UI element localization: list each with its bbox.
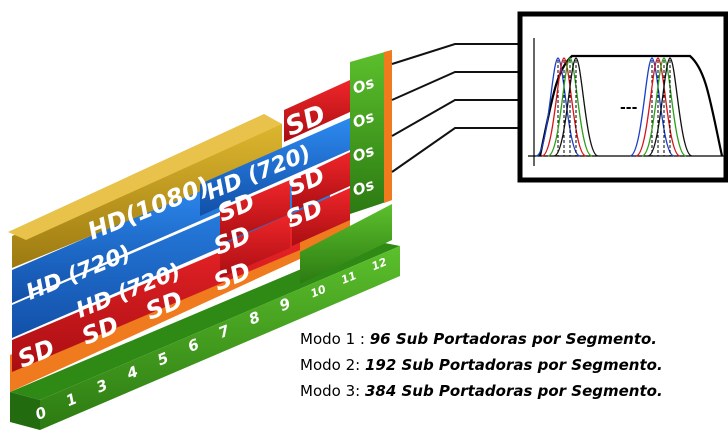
hd720-row-right	[200, 118, 350, 216]
subcarrier-curve	[641, 57, 687, 157]
subcarrier-curve	[629, 57, 675, 157]
mode-1: Modo 1 : 96 Sub Portadoras por Segmento.	[300, 326, 663, 352]
sd-block-low-a	[220, 214, 290, 278]
subcarrier-curve	[635, 57, 681, 157]
sd-block-top	[284, 80, 350, 142]
subcarrier-curve	[541, 57, 587, 157]
sd-block-mid-a	[220, 180, 290, 244]
mode-3-value: 384 Sub Portadoras por Segmento.	[364, 382, 663, 400]
segment-number-10: 10	[309, 282, 328, 300]
subcarrier-curve	[547, 57, 593, 157]
mode-1-value: 96 Sub Portadoras por Segmento.	[369, 330, 658, 348]
subcarrier-curve	[535, 57, 581, 157]
segment-number-12: 12	[370, 255, 389, 273]
os-column	[350, 50, 392, 214]
mode-3: Modo 3: 384 Sub Portadoras por Segmento.	[300, 378, 663, 404]
hd1080-top	[8, 114, 282, 240]
layer-stack	[8, 50, 400, 430]
mode-list: Modo 1 : 96 Sub Portadoras por Segmento.…	[300, 326, 663, 404]
hd720-row-upper	[12, 180, 220, 303]
subcarrier-curves	[535, 57, 693, 157]
mode-3-label: Modo 3:	[300, 382, 365, 400]
subcarrier-curve	[553, 57, 599, 157]
mode-2: Modo 2: 192 Sub Portadoras por Segmento.	[300, 352, 663, 378]
spectrum-ellipsis: ---	[620, 100, 638, 116]
subcarrier-curve	[647, 57, 693, 157]
mode-1-label: Modo 1 :	[300, 330, 370, 348]
spectrum-box: ---	[517, 11, 728, 183]
mode-2-value: 192 Sub Portadoras por Segmento.	[364, 356, 663, 374]
segment-tail	[300, 204, 392, 284]
orange-edge	[384, 50, 392, 203]
sd-block-mid-b	[292, 152, 350, 212]
mode-2-label: Modo 2:	[300, 356, 365, 374]
connector-lines	[391, 43, 520, 173]
segment-number-11: 11	[339, 269, 358, 287]
hd1080-slab	[12, 118, 282, 268]
sd-block-low-b	[292, 188, 350, 246]
